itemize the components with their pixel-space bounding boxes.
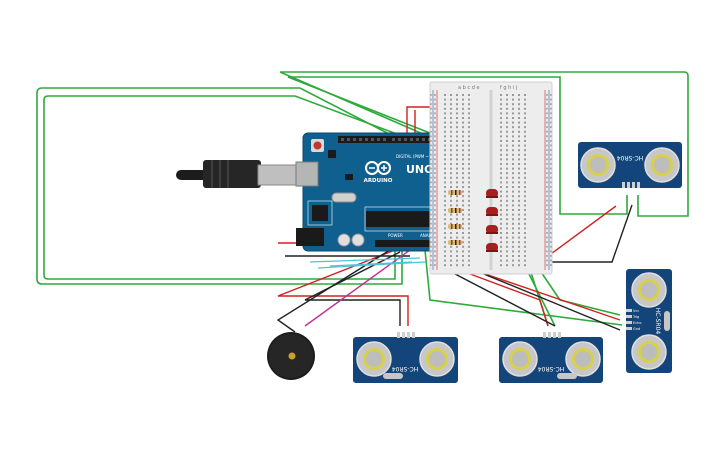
wire-green-top-right-2: [287, 76, 628, 215]
svg-text:Vcc: Vcc: [633, 309, 639, 313]
ultrasonic-sensor-1: HC-SR04: [578, 142, 682, 188]
wire-green-left-outer: [36, 87, 403, 285]
wire-red-sensor-right: [539, 205, 617, 263]
resistor: [448, 240, 462, 245]
led: [486, 189, 498, 198]
arduino-brand-text: ARDUINO: [364, 178, 393, 184]
wire-green-left-inner: [43, 95, 406, 280]
transducer-left: [356, 341, 392, 377]
breadboard-cols-left: a b c d e: [458, 85, 480, 91]
wire-cyan-2: [317, 261, 426, 269]
transducer-bottom: [631, 334, 667, 370]
leds: [486, 189, 498, 252]
arduino-uno-board: ARDUINO UNO DIGITAL (PWM ~) POWER ANALOG…: [295, 132, 456, 252]
ultrasonic-sensor-2: HC-SR04: [353, 332, 458, 383]
transducer-right: [644, 147, 680, 183]
arduino-power-label: POWER: [388, 233, 403, 238]
resistor: [448, 190, 462, 195]
transducer-left: [502, 341, 538, 377]
resistors: [448, 190, 462, 245]
resistor: [448, 208, 462, 213]
wire-green-right-sensor-2: [424, 249, 623, 326]
wire-green-top-right: [279, 71, 689, 217]
transducer-top: [631, 272, 667, 308]
transducer-left: [580, 147, 616, 183]
resistor: [448, 224, 462, 229]
breadboard-holes: [430, 94, 552, 267]
svg-text:Gnd: Gnd: [633, 327, 640, 331]
wire-cyan-3: [329, 261, 413, 267]
wire-black-left-sensor-2: [304, 251, 401, 326]
svg-text:Trig: Trig: [632, 315, 639, 319]
arduino-model-text: UNO: [406, 163, 434, 176]
wire-black-sensor-right: [548, 204, 633, 263]
sensor-4-pins: Vcc Trig Echo Gnd: [632, 309, 642, 331]
wires-cyan: [309, 257, 426, 269]
wire-red-left-sensor: [277, 249, 409, 326]
ultrasonic-sensor-3: HC-SR04: [499, 332, 603, 383]
wire-black-left-sensor: [276, 249, 391, 333]
sensor-3-label: HC-SR04: [538, 365, 565, 372]
arduino-digital-label: DIGITAL (PWM ~): [396, 154, 431, 159]
usb-cable: [176, 160, 305, 188]
transducer-right: [565, 341, 601, 377]
arduino-logo: [365, 161, 391, 175]
led: [486, 207, 498, 216]
svg-text:Echo: Echo: [633, 321, 642, 325]
led: [486, 225, 498, 234]
transducer-right: [419, 341, 455, 377]
sensor-4-label: HC-SR04: [654, 308, 661, 335]
power-analog-header: [375, 240, 450, 247]
wire-red-bottom-mid: [437, 261, 549, 327]
wire-cyan-1: [309, 257, 421, 263]
sensor-1-label: HC-SR04: [617, 154, 644, 161]
sensor-2-label: HC-SR04: [392, 365, 419, 372]
piezo-buzzer: [267, 332, 315, 380]
ultrasonic-sensor-4: HC-SR04 Vcc Trig Echo Gnd: [626, 269, 672, 373]
breadboard-cols-right: f g h i j: [500, 85, 517, 91]
atmega-chip: [366, 211, 448, 227]
led: [486, 243, 498, 252]
